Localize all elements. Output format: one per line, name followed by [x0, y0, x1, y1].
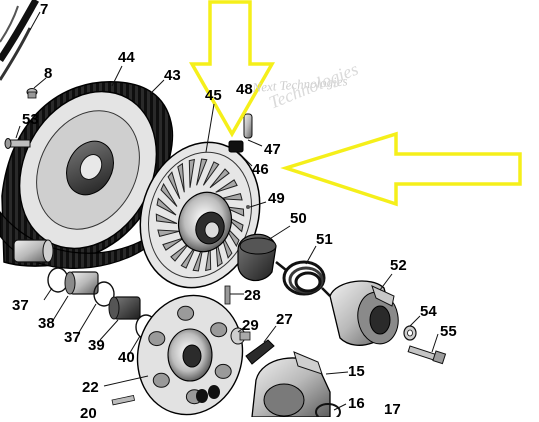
pulley-fin	[162, 237, 185, 251]
pin-48	[243, 113, 253, 139]
callout-37a: 37	[12, 297, 29, 314]
callout-51: 51	[316, 231, 333, 248]
callout-7: 7	[40, 1, 49, 18]
bolt-53	[4, 138, 31, 149]
pulley-fin	[170, 241, 191, 262]
pulley-fin	[157, 229, 180, 238]
callout-53: 53	[22, 111, 39, 128]
pulley-fin	[167, 171, 181, 200]
bushing-39	[108, 296, 141, 320]
arm-27	[245, 339, 275, 365]
callout-20: 20	[80, 405, 97, 422]
callout-8: 8	[44, 65, 53, 82]
weight-a	[196, 389, 208, 403]
callout-39: 39	[88, 337, 105, 354]
bushing-38	[64, 271, 99, 295]
screw-20	[111, 394, 136, 406]
callout-52: 52	[390, 257, 407, 274]
pulley-fin	[215, 179, 238, 193]
sheave-22	[136, 294, 244, 416]
callout-46: 46	[252, 161, 269, 178]
callout-55: 55	[440, 323, 457, 340]
callout-43: 43	[164, 67, 181, 84]
callout-22: 22	[82, 379, 99, 396]
pulley-fin	[177, 162, 185, 193]
torsion-spring-51	[275, 260, 331, 297]
weight-b	[208, 385, 220, 399]
pulley-fin	[156, 197, 177, 216]
sheave-boss	[210, 322, 228, 338]
callout-15: 15	[348, 363, 365, 380]
sheave-boss	[214, 363, 232, 379]
pulley-fin	[180, 244, 198, 269]
callout-50: 50	[290, 210, 307, 227]
pulley-fin	[220, 192, 243, 201]
ring-37b	[93, 281, 115, 307]
roller-29	[230, 327, 251, 345]
callout-17: 17	[384, 401, 401, 418]
bolt-55	[407, 345, 447, 365]
callout-29: 29	[242, 317, 259, 334]
leader-lines	[15, 11, 439, 411]
housing-15	[251, 351, 331, 417]
highlight-arrow-left	[280, 131, 522, 207]
callout-48: 48	[236, 81, 253, 98]
pulley-fin	[155, 213, 178, 224]
pulley-fin	[160, 182, 178, 207]
bushing-47	[228, 140, 244, 153]
sheave-boss	[177, 305, 195, 321]
sheave-boss	[152, 372, 170, 388]
pulley-fin	[196, 158, 208, 186]
pulley-fin	[202, 161, 220, 186]
pin-28	[224, 285, 231, 305]
callout-38: 38	[38, 315, 55, 332]
callout-28: 28	[244, 287, 261, 304]
callout-27: 27	[276, 311, 293, 328]
callout-54: 54	[420, 303, 437, 320]
spacer-sleeve	[13, 239, 54, 263]
highlight-arrow-down	[188, 0, 276, 138]
pulley-fin	[188, 158, 196, 188]
screw-8	[26, 88, 38, 99]
callout-47: 47	[264, 141, 281, 158]
callout-45: 45	[205, 87, 222, 104]
callout-16: 16	[348, 395, 365, 412]
pulley-fin	[209, 168, 230, 189]
spring-cup-50	[237, 233, 277, 282]
hub-52	[329, 280, 399, 346]
callout-44: 44	[118, 49, 135, 66]
belt-top-left	[0, 0, 40, 81]
drive-pulley-fins	[139, 141, 261, 289]
callout-40: 40	[118, 349, 135, 366]
part-49-dot	[246, 205, 250, 209]
callout-37b: 37	[64, 329, 81, 346]
sheave-boss	[148, 331, 166, 347]
driven-pulley-with-belt	[0, 81, 174, 269]
callout-49: 49	[268, 190, 285, 207]
ring-16	[315, 403, 341, 417]
